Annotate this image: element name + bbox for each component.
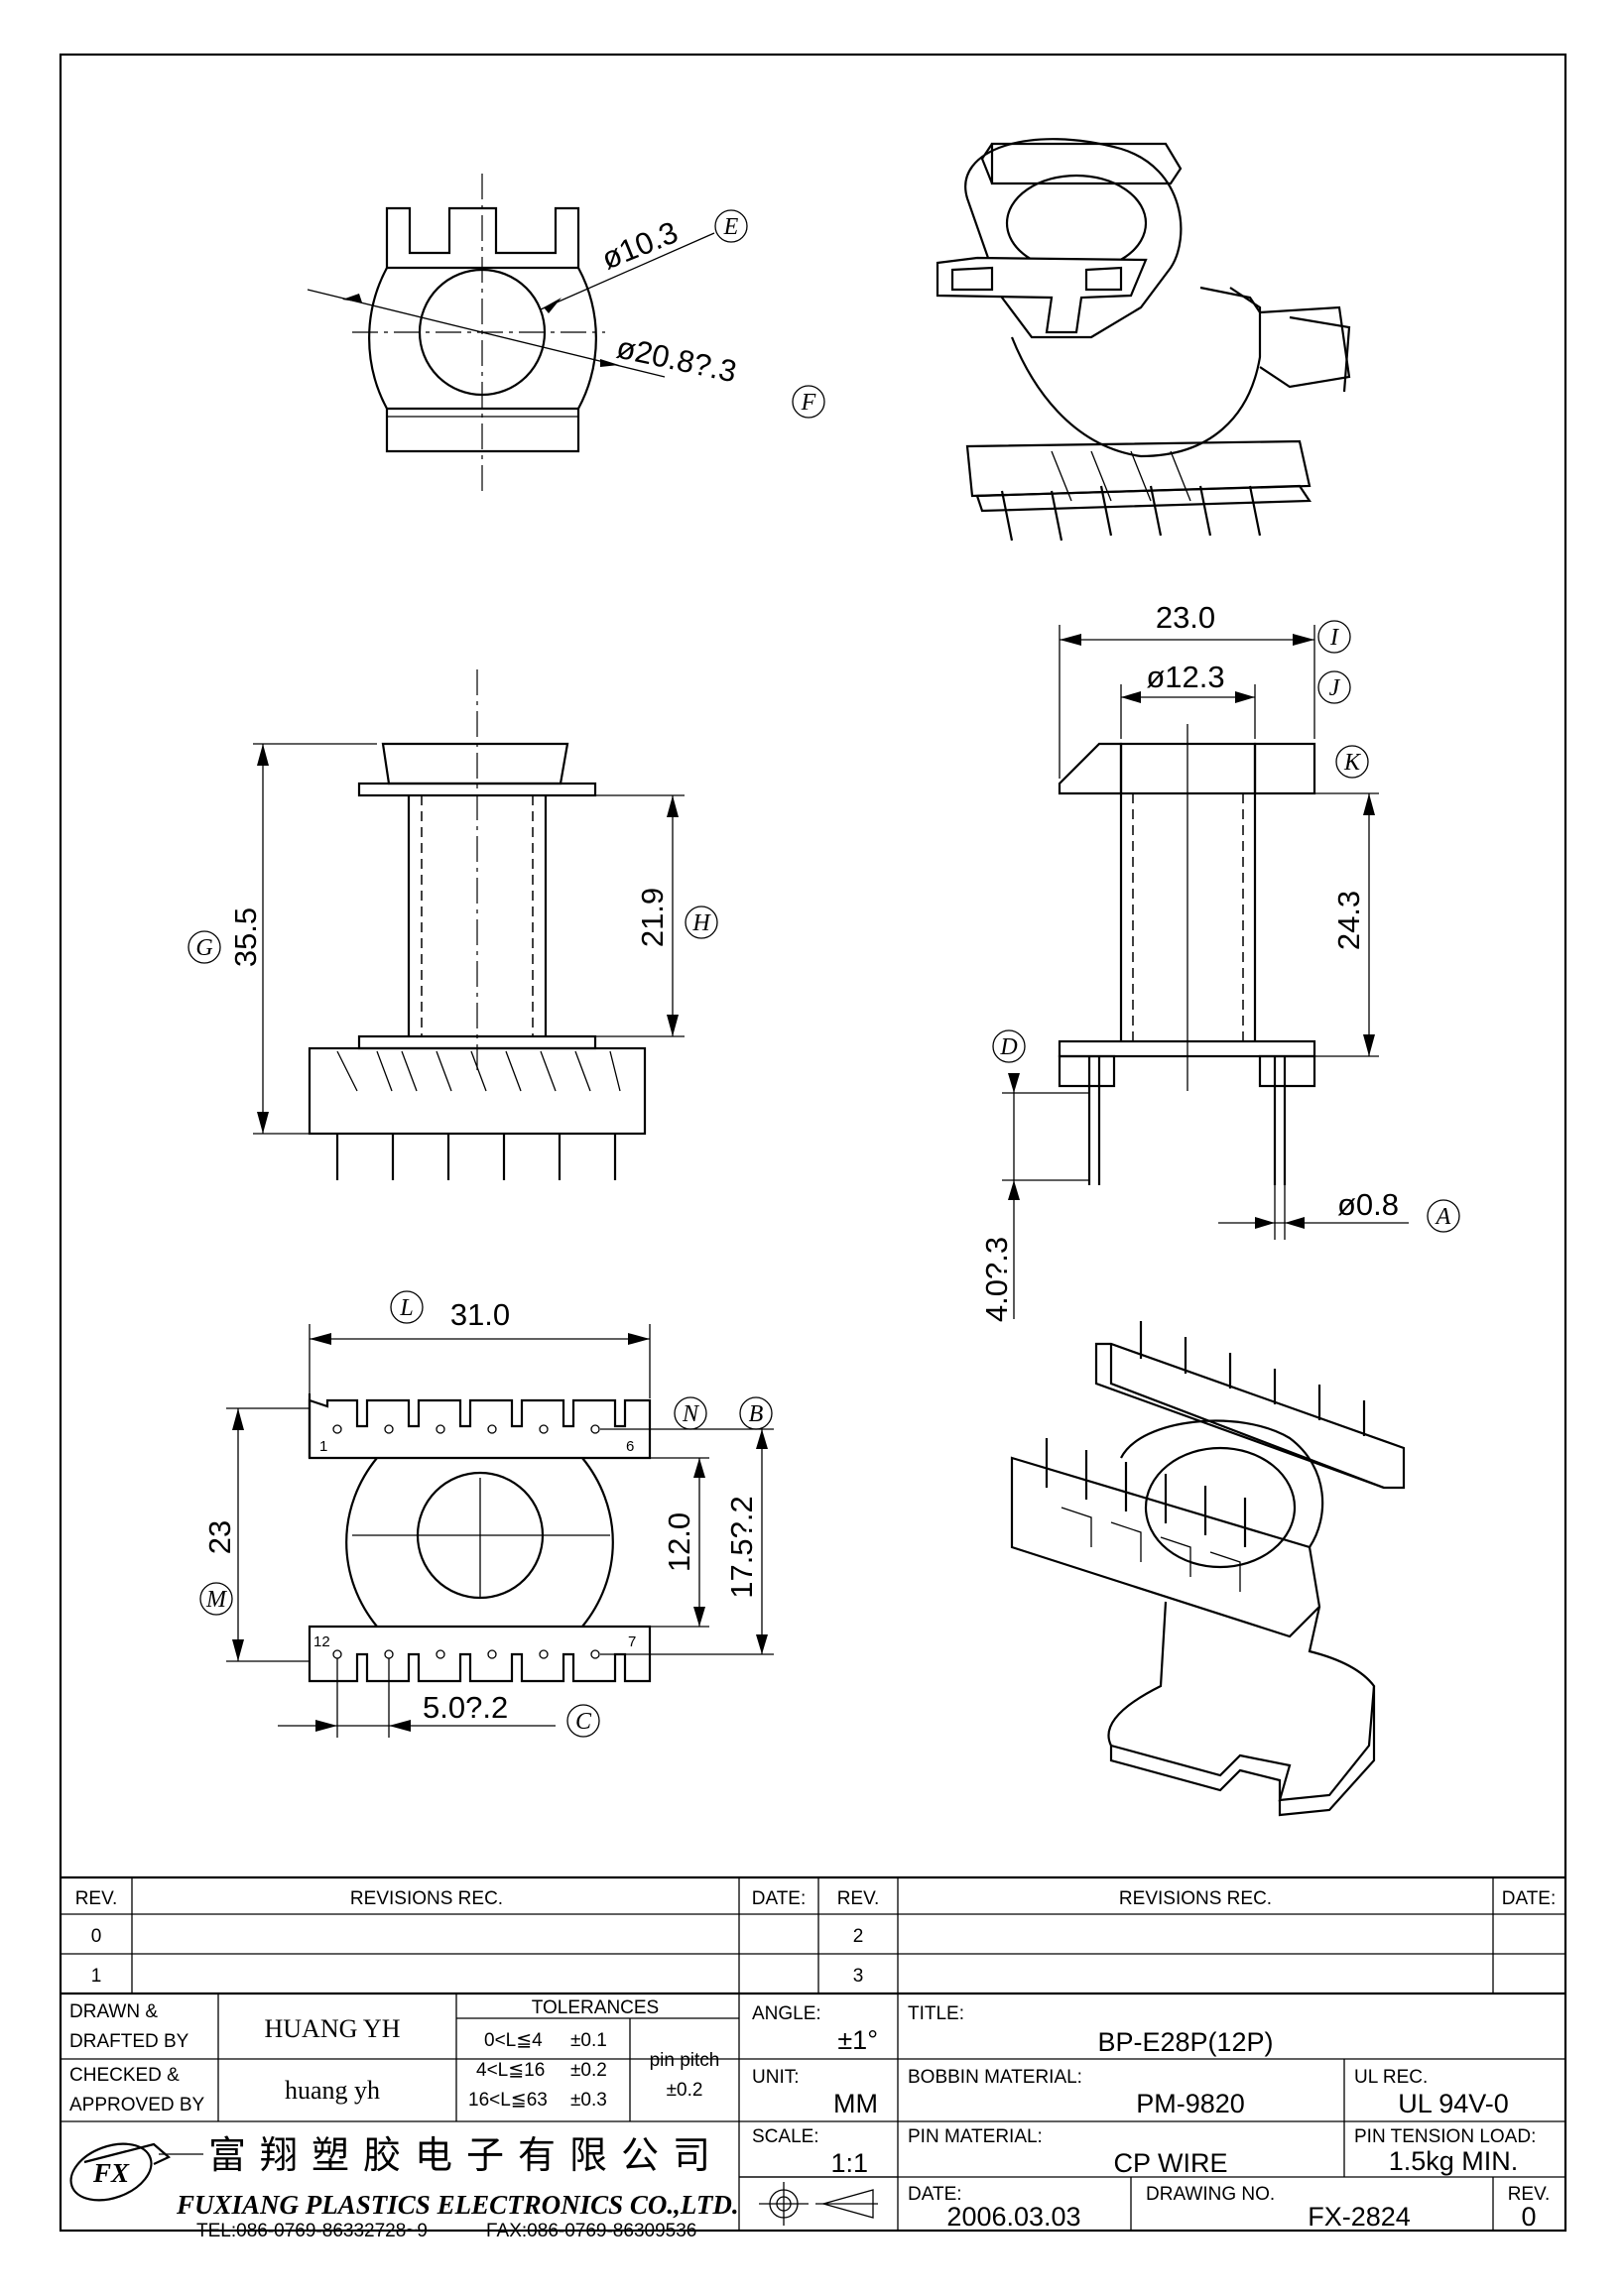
pin-1-label: 1 <box>319 1438 327 1455</box>
drawn-by-value: HUANG YH <box>265 2014 401 2043</box>
depth-23-label: 23 <box>202 1520 237 1554</box>
unit-value: MM <box>833 2089 878 2118</box>
pin-material-value: CP WIRE <box>1113 2148 1227 2178</box>
rev-label: REV. <box>1508 2184 1551 2205</box>
front-view: 35.5 G 21.9 H <box>187 669 718 1180</box>
pin-material-label: PIN MATERIAL: <box>908 2126 1043 2147</box>
tol-3-range: 16<L≦63 <box>468 2090 548 2111</box>
tolerances-label: TOLERANCES <box>532 1997 659 2018</box>
tag-h: H <box>691 910 711 936</box>
tag-c: C <box>575 1709 592 1735</box>
company-name-en: FUXIANG PLASTICS ELECTRONICS CO.,LTD. <box>176 2190 739 2220</box>
ul-rec-value: UL 94V-0 <box>1398 2089 1509 2118</box>
tol-2-range: 4<L≦16 <box>476 2060 545 2081</box>
bottom-view: 1 6 12 7 L 31.0 N B 23 M 12.0 <box>199 1290 774 1738</box>
date-label: DATE: <box>908 2184 962 2205</box>
tag-n: N <box>682 1401 700 1427</box>
height-24-3-label: 24.3 <box>1331 891 1366 950</box>
diameter-outer-label: ø20.8?.3 <box>614 330 740 390</box>
tol-1-value: ±0.1 <box>570 2030 607 2051</box>
date-value: 2006.03.03 <box>946 2202 1080 2232</box>
drawn-label-2: DRAFTED BY <box>69 2031 189 2052</box>
rev-header-left: REV. <box>75 1888 118 1909</box>
top-view: ø10.3 ø20.8?.3 E F <box>307 174 825 496</box>
tag-l: L <box>399 1295 413 1321</box>
tag-a: A <box>1435 1204 1451 1230</box>
checked-label-2: APPROVED BY <box>69 2095 205 2115</box>
tag-j: J <box>1329 675 1341 701</box>
pitch-label: 5.0?.2 <box>423 1690 508 1725</box>
pin-7-label: 7 <box>628 1633 636 1650</box>
title-block: DRAWN & DRAFTED BY HUANG YH CHECKED & AP… <box>61 1994 1565 2241</box>
unit-label: UNIT: <box>752 2067 800 2088</box>
width-23-label: 23.0 <box>1156 600 1215 635</box>
drawn-label-1: DRAWN & <box>69 2001 158 2022</box>
tag-g: G <box>195 935 212 961</box>
rev-row-2: 2 <box>853 1926 864 1947</box>
tol-1-range: 0<L≦4 <box>484 2030 543 2051</box>
pin-length-label: 4.0?.3 <box>979 1237 1014 1322</box>
tag-k: K <box>1343 750 1362 776</box>
drawing-no-value: FX-2824 <box>1308 2202 1411 2232</box>
pin-pitch-label: pin pitch <box>650 2050 720 2071</box>
date-header-left: DATE: <box>752 1888 807 1909</box>
pin-diameter-label: ø0.8 <box>1337 1187 1399 1222</box>
rev-row-0: 0 <box>91 1926 102 1947</box>
pin-tension-value: 1.5kg MIN. <box>1389 2146 1519 2176</box>
scale-value: 1:1 <box>830 2148 868 2178</box>
company-logo: FX <box>69 2142 172 2202</box>
pin-tension-label: PIN TENSION LOAD: <box>1354 2126 1536 2147</box>
title-value: BP-E28P(12P) <box>1097 2027 1273 2057</box>
rev-row-3: 3 <box>853 1966 864 1987</box>
row-span-label: 17.5?.2 <box>724 1496 759 1598</box>
isometric-view-bottom <box>1010 1321 1406 1817</box>
tag-d: D <box>999 1034 1017 1060</box>
company-fax: FAX:086-0769-86309536 <box>486 2221 696 2241</box>
row-gap-label: 12.0 <box>662 1512 696 1572</box>
rev-value: 0 <box>1521 2202 1536 2232</box>
angle-value: ±1° <box>837 2025 878 2055</box>
bobbin-material-label: BOBBIN MATERIAL: <box>908 2067 1082 2088</box>
height-35-5-label: 35.5 <box>228 907 263 967</box>
tag-e: E <box>723 214 739 240</box>
company-tel: TEL:086-0769-86332728~9 <box>196 2221 428 2241</box>
core-12-3-label: ø12.3 <box>1146 660 1224 694</box>
date-header-right: DATE: <box>1502 1888 1557 1909</box>
tag-i: I <box>1329 625 1339 651</box>
tag-b: B <box>749 1401 764 1427</box>
pin-6-label: 6 <box>626 1438 634 1455</box>
company-name-cn: 富翔塑胶电子有限公司 <box>208 2133 724 2177</box>
pin-12-label: 12 <box>313 1633 330 1650</box>
winding-21-9-label: 21.9 <box>635 888 670 947</box>
rec-header-right: REVISIONS REC. <box>1119 1888 1272 1909</box>
checked-label-1: CHECKED & <box>69 2065 180 2086</box>
side-view: 23.0 I J ø12.3 K 24.3 D 4.0?.3 <box>979 600 1460 1322</box>
tag-f: F <box>801 390 816 416</box>
isometric-view-top <box>936 138 1351 542</box>
revisions-table: REV. REVISIONS REC. DATE: REV. REVISIONS… <box>61 1875 1565 1995</box>
title-label: TITLE: <box>908 2003 964 2024</box>
pin-pitch-value: ±0.2 <box>667 2080 703 2101</box>
diameter-inner-label: ø10.3 <box>597 214 684 276</box>
checked-by-value: huang yh <box>285 2076 380 2105</box>
drawing-border <box>59 53 1567 2233</box>
scale-label: SCALE: <box>752 2126 819 2147</box>
drawing-no-label: DRAWING NO. <box>1146 2184 1275 2205</box>
tag-m: M <box>205 1587 228 1613</box>
tol-3-value: ±0.3 <box>570 2090 607 2111</box>
rev-row-1: 1 <box>91 1966 102 1987</box>
angle-label: ANGLE: <box>752 2003 821 2024</box>
logo-text: FX <box>92 2158 130 2188</box>
tol-2-value: ±0.2 <box>570 2060 607 2081</box>
width-31-label: 31.0 <box>450 1297 510 1332</box>
rec-header-left: REVISIONS REC. <box>350 1888 503 1909</box>
rev-header-right: REV. <box>837 1888 880 1909</box>
ul-rec-label: UL REC. <box>1354 2067 1428 2088</box>
bobbin-material-value: PM-9820 <box>1136 2089 1245 2118</box>
projection-symbol <box>739 2176 898 2226</box>
